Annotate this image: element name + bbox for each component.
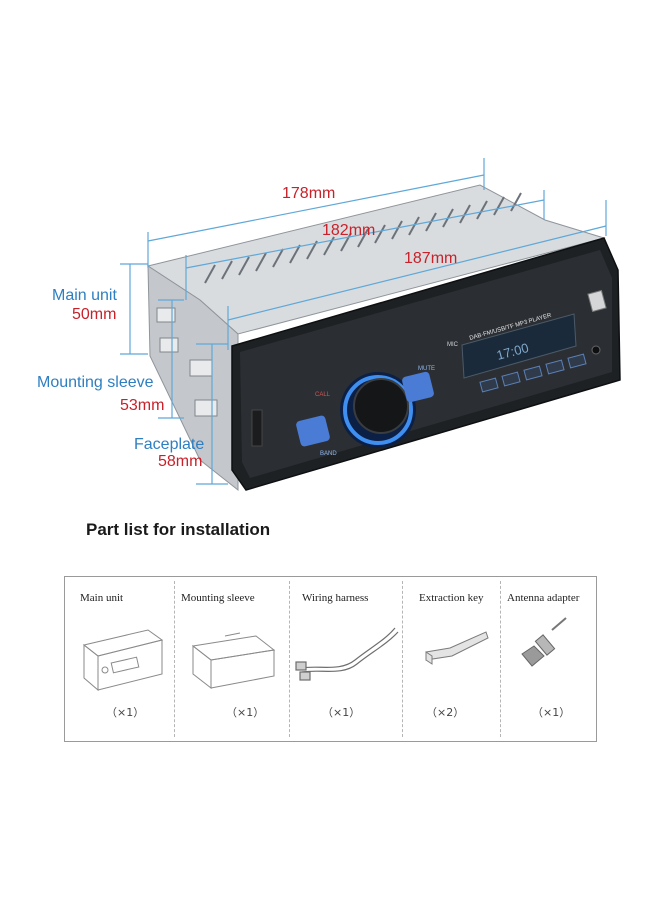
volume-knob (353, 378, 409, 434)
dimension-lines (120, 158, 607, 485)
display-window (461, 313, 577, 379)
call-label: CALL (315, 392, 331, 398)
column-divider (174, 581, 175, 737)
column-divider (402, 581, 403, 737)
main-unit-label: Main unit (52, 287, 117, 304)
part-qty-antenna-adapter: （×1） (532, 706, 571, 719)
faceplate-release (251, 409, 263, 447)
mounting-sleeve-icon (191, 632, 276, 690)
main-unit-icon (82, 629, 164, 692)
width-178-label: 178mm (282, 185, 336, 202)
part-name-antenna-adapter: Antenna adapter (507, 592, 580, 604)
car-stereo-figure: 17:00 DAB·FM/USB/TF MP3 PLAYER MIC MUTE … (120, 158, 621, 492)
part-name-mounting-sleeve: Mounting sleeve (181, 592, 255, 604)
part-name-main-unit: Main unit (80, 592, 124, 604)
antenna-adapter-icon (521, 617, 567, 667)
part-list-title: Part list for installation (86, 520, 271, 539)
mounting-sleeve-value: 53mm (120, 397, 165, 414)
main-unit-value: 50mm (72, 306, 117, 323)
part-qty-wiring-harness: （×1） (322, 706, 361, 719)
part-qty-main-unit: （×1） (106, 706, 145, 719)
part-qty-extraction-key: （×2） (426, 706, 465, 719)
mute-button (402, 371, 434, 403)
faceplate-value: 58mm (158, 453, 203, 470)
prev-button (296, 415, 330, 447)
volume-knob-glow (343, 375, 413, 445)
band-label: BAND (320, 451, 337, 457)
part-qty-mounting-sleeve: （×1） (226, 706, 265, 719)
faceplate-label: Faceplate (134, 436, 205, 453)
faceplate-front (240, 250, 612, 478)
mounting-sleeve-label: Mounting sleeve (37, 374, 154, 391)
part-name-wiring-harness: Wiring harness (302, 592, 369, 604)
width-182-label: 182mm (322, 222, 376, 239)
usb-port (587, 289, 607, 313)
preset-buttons (479, 353, 587, 393)
chassis-side-tabs (156, 307, 218, 417)
column-divider (500, 581, 501, 737)
parts-table (64, 576, 597, 742)
mute-label: MUTE (418, 366, 435, 372)
aux-port (591, 345, 601, 355)
mic-label: MIC (447, 342, 459, 348)
column-divider (289, 581, 290, 737)
extraction-key-icon (425, 631, 489, 665)
width-187-label: 187mm (404, 250, 458, 267)
wiring-harness-icon (295, 627, 399, 681)
part-name-extraction-key: Extraction key (419, 592, 484, 604)
